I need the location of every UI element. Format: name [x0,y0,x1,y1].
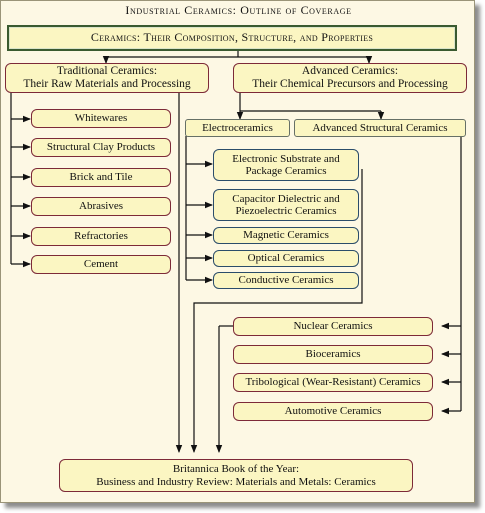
advanced-structural-node: Advanced Structural Ceramics [294,119,466,137]
advanced-structural-label: Advanced Structural Ceramics [312,121,448,134]
electro-item-line: Electronic Substrate and [232,152,340,165]
electro-item-line: Optical Ceramics [247,252,325,265]
traditional-item: Refractories [31,227,171,246]
structural-item: Nuclear Ceramics [233,317,433,336]
book-line1: Britannica Book of the Year: [172,463,300,476]
traditional-item: Cement [31,255,171,274]
outline-frame: Industrial Ceramics: Outline of Coverage… [0,0,475,503]
traditional-item-label: Refractories [74,230,128,243]
traditional-item-label: Brick and Tile [69,171,133,184]
structural-item-label: Bioceramics [305,348,361,361]
traditional-item: Whitewares [31,109,171,128]
traditional-item: Structural Clay Products [31,138,171,157]
electroceramics-item: Conductive Ceramics [213,272,359,289]
traditional-item-label: Cement [83,258,119,271]
traditional-heading-line1: Traditional Ceramics: [56,65,158,78]
advanced-ceramics-node: Advanced Ceramics: Their Chemical Precur… [233,63,467,93]
structural-item: Tribological (Wear-Resistant) Ceramics [233,373,433,392]
electro-item-line: Capacitor Dielectric and [232,192,340,205]
advanced-heading-line1: Advanced Ceramics: [301,65,399,78]
electroceramics-node: Electroceramics [185,119,290,137]
page-title: Industrial Ceramics: Outline of Coverage [125,3,352,17]
traditional-item-label: Abrasives [79,200,123,213]
electro-item-line: Magnetic Ceramics [243,229,329,242]
root-node-label: Ceramics: Their Composition, Structure, … [90,30,374,45]
electroceramics-item: Magnetic Ceramics [213,227,359,244]
britannica-book-node[interactable]: Britannica Book of the Year: Business an… [59,459,413,492]
electro-item-line: Package Ceramics [245,165,327,177]
advanced-heading-line2: Their Chemical Precursors and Processing [252,78,448,90]
structural-item-label: Nuclear Ceramics [293,320,373,333]
structural-item-label: Automotive Ceramics [284,405,382,418]
traditional-item-label: Structural Clay Products [46,141,156,154]
electroceramics-label: Electroceramics [202,121,273,134]
traditional-item: Abrasives [31,197,171,216]
structural-item: Bioceramics [233,345,433,364]
book-line2: Business and Industry Review: Materials … [96,475,376,488]
connector-lines [10,51,462,453]
traditional-ceramics-node: Traditional Ceramics: Their Raw Material… [5,63,209,93]
electroceramics-item: Optical Ceramics [213,250,359,267]
traditional-item-label: Whitewares [74,112,128,125]
traditional-heading-line2: Their Raw Materials and Processing [23,78,191,90]
electro-item-line: Conductive Ceramics [238,274,334,287]
structural-item-label: Tribological (Wear-Resistant) Ceramics [245,376,421,389]
root-node: Ceramics: Their Composition, Structure, … [7,25,457,51]
electro-item-line: Piezoelectric Ceramics [235,205,337,217]
traditional-item: Brick and Tile [31,168,171,187]
structural-item: Automotive Ceramics [233,402,433,421]
